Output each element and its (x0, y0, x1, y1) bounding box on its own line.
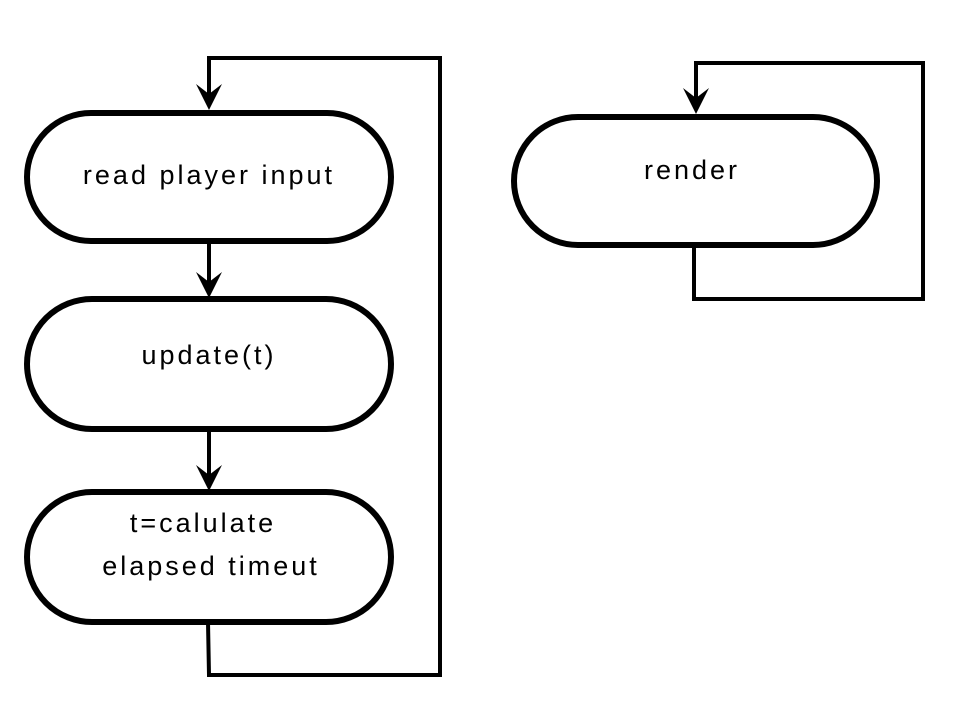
calculate-elapsed-time-node: t=calulate elapsed timeut (24, 489, 394, 625)
game-loop-return-connector (206, 56, 442, 677)
render-loop-connector (692, 61, 925, 301)
render-node: render (511, 114, 880, 248)
arrowhead-into-read-input (196, 84, 222, 110)
render-shape (511, 114, 880, 248)
update-shape (24, 296, 394, 432)
calculate-elapsed-time-label-line-1: t=calulate (130, 508, 276, 538)
read-player-input-label: read player input (83, 160, 335, 190)
calculate-elapsed-time-shape (24, 489, 394, 625)
read-player-input-node: read player input (24, 110, 394, 244)
render-label: render (644, 155, 740, 185)
arrowhead-into-update (196, 272, 222, 298)
update-label: update(t) (141, 340, 276, 370)
update-node: update(t) (24, 296, 394, 432)
arrowhead-into-calculate (196, 465, 222, 491)
arrowhead-into-render (683, 88, 709, 114)
read-player-input-shape (24, 110, 394, 244)
calculate-elapsed-time-label-line-2: elapsed timeut (102, 551, 320, 581)
